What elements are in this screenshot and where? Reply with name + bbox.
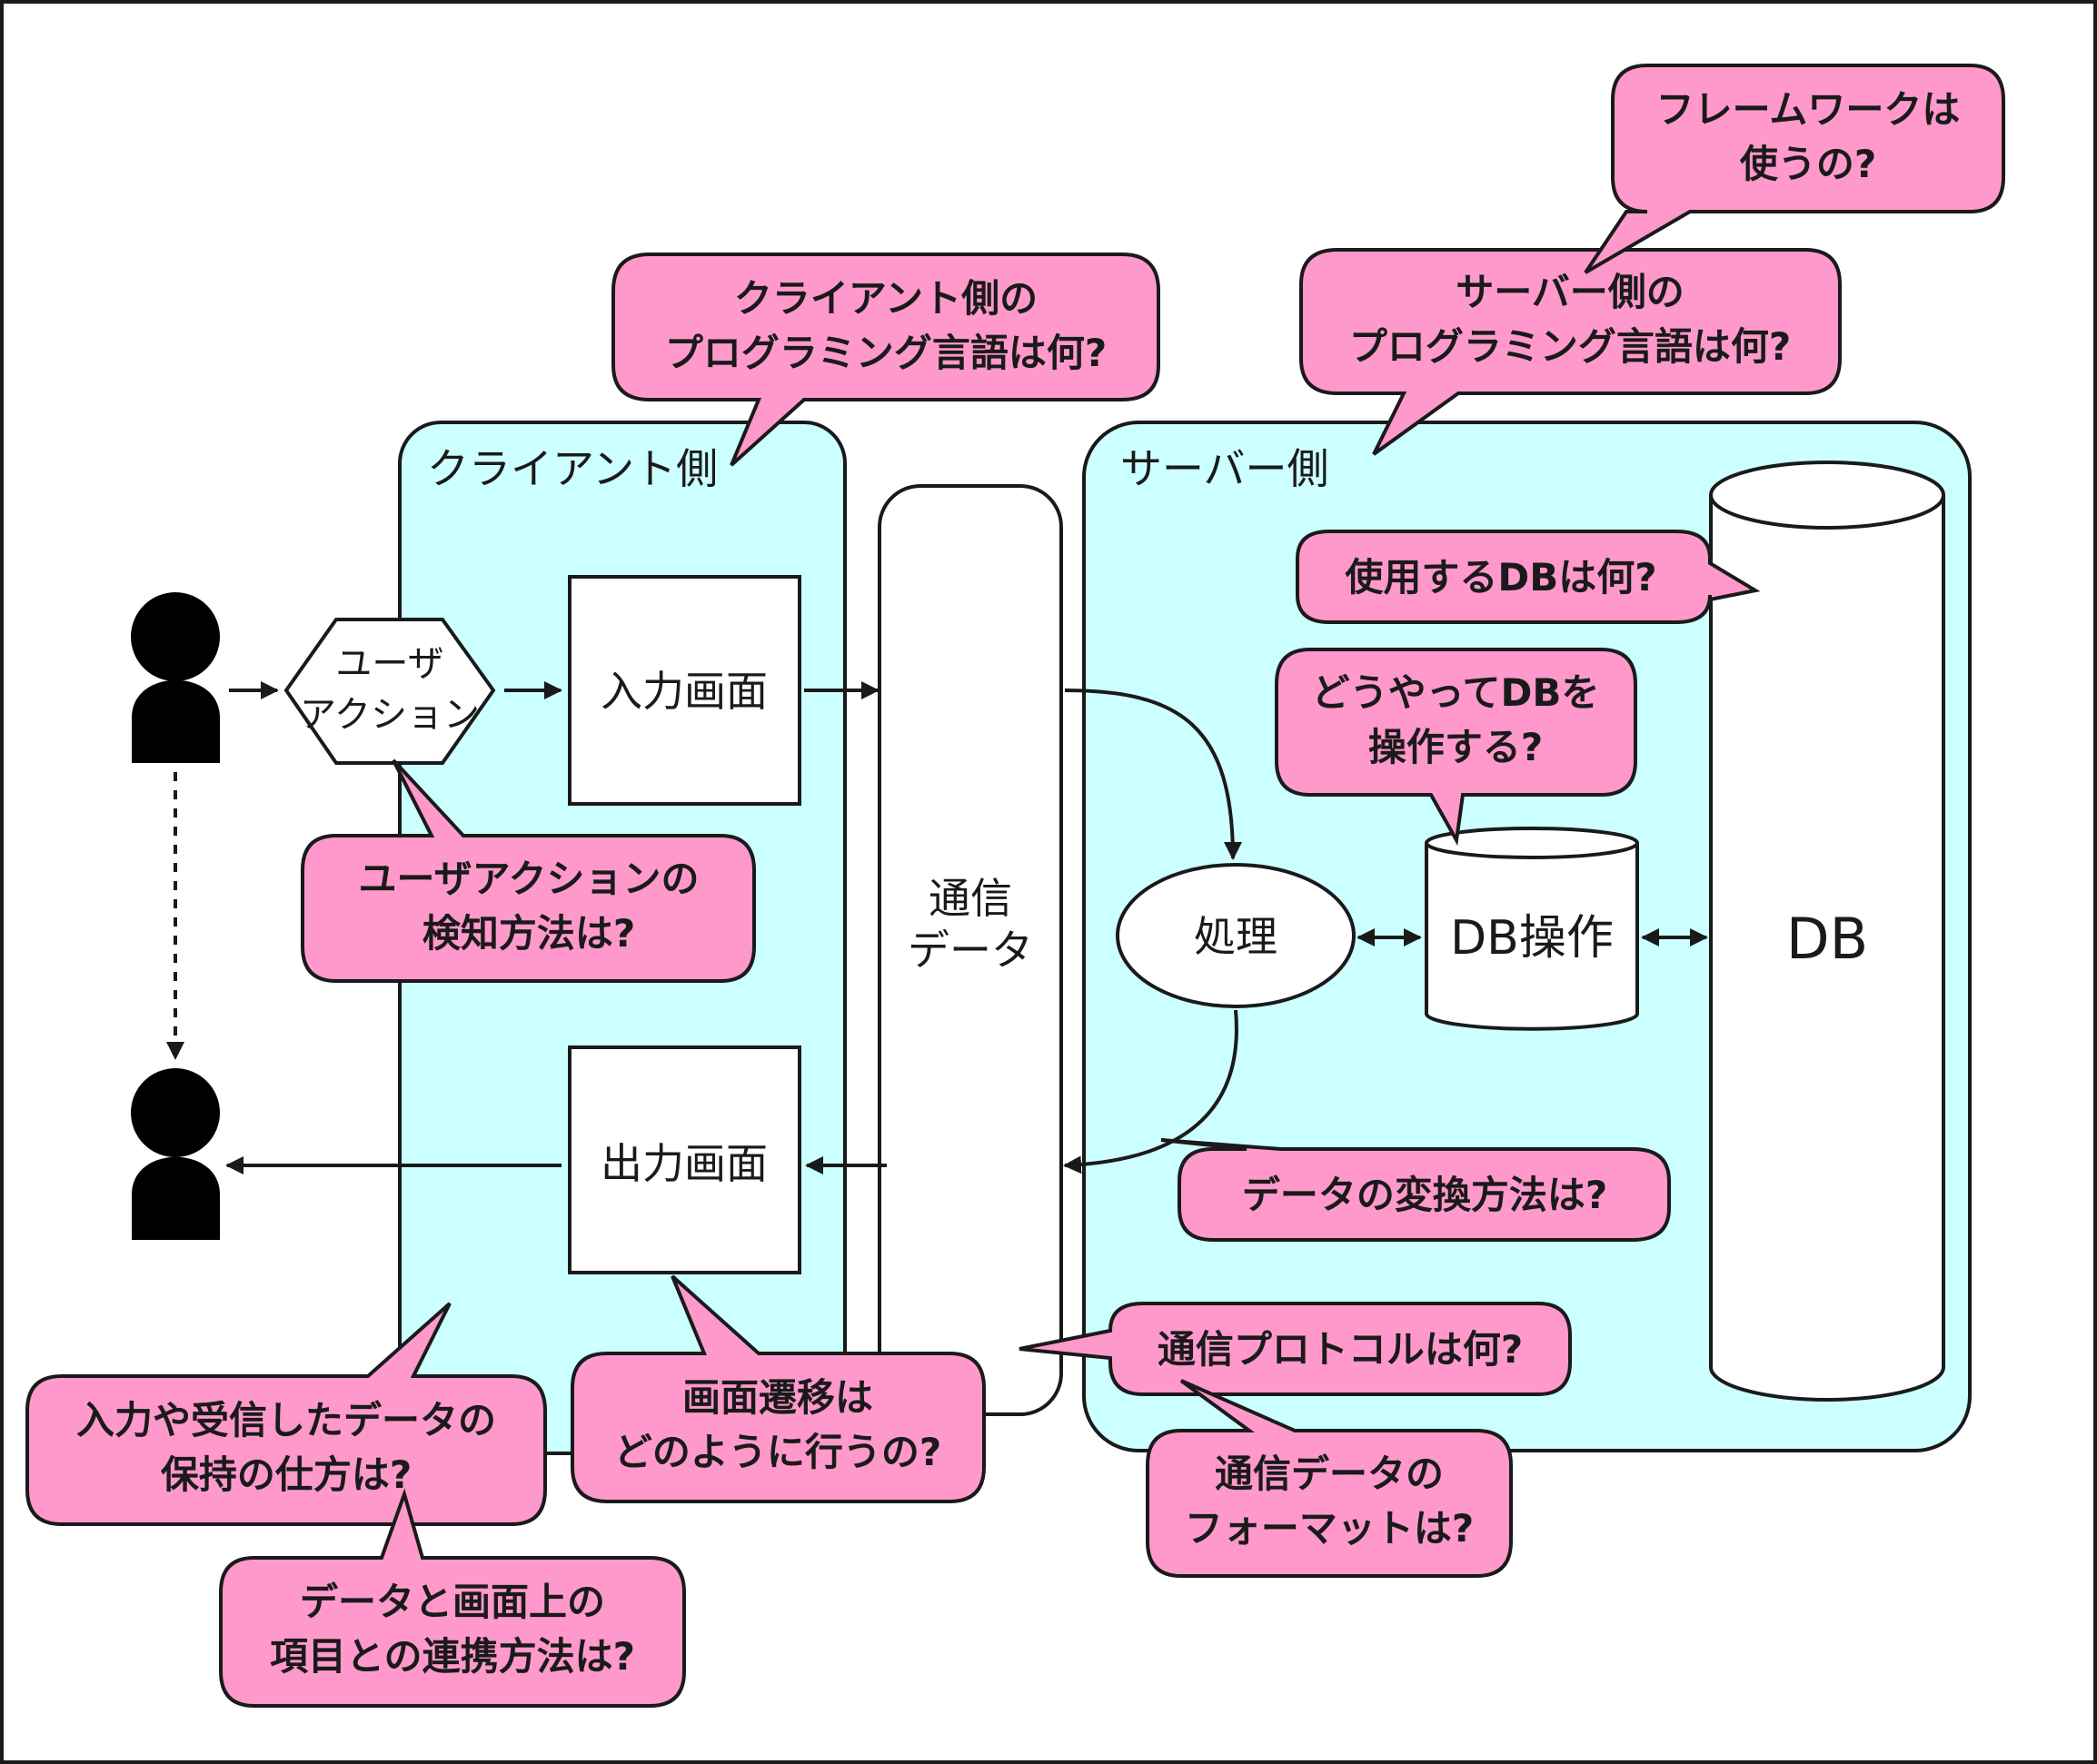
db-operation-node: DB操作 bbox=[1425, 827, 1639, 1031]
data-convert-bubble: データの変換方法は? bbox=[1160, 1138, 1671, 1242]
data-retention-question-2: 保持の仕方は? bbox=[161, 1452, 412, 1497]
arrow-comm-to-process bbox=[1064, 689, 1242, 860]
process-node: 処理 bbox=[1116, 863, 1356, 1008]
protocol-bubble: 通信プロトコルは何? bbox=[1019, 1302, 1572, 1396]
user-action-detect-question-1: ユーザアクションの bbox=[358, 857, 699, 901]
framework-question-1: フレームワークは bbox=[1656, 87, 1961, 132]
framework-question-2: 使うの? bbox=[1740, 142, 1876, 186]
data-binding-bubble: データと画面上の 項目との連携方法は? bbox=[219, 1488, 686, 1708]
data-retention-bubble: 入力や受信したデータの 保持の仕方は? bbox=[25, 1302, 547, 1526]
db-operate-question-1: どうやってDBを bbox=[1312, 670, 1600, 715]
client-lang-bubble: クライアント側の プログラミング言語は何? bbox=[611, 253, 1160, 467]
data-binding-question-1: データと画面上の bbox=[300, 1580, 605, 1624]
output-screen-node: 出力画面 bbox=[568, 1046, 801, 1274]
framework-bubble: フレームワークは 使うの? bbox=[1584, 64, 2005, 274]
comm-format-question-2: フォーマットは? bbox=[1185, 1506, 1474, 1551]
comm-format-bubble: 通信データの フォーマットは? bbox=[1146, 1379, 1513, 1578]
data-retention-question-1: 入力や受信したデータの bbox=[76, 1398, 496, 1442]
screen-transition-bubble: 画面遷移は どのように行うの? bbox=[571, 1274, 986, 1503]
user-icon bbox=[131, 592, 220, 763]
comm-data-label-1: 通信 bbox=[929, 874, 1012, 923]
screen-transition-question-2: どのように行うの? bbox=[614, 1430, 941, 1474]
server-lang-question-2: プログラミング言語は何? bbox=[1349, 324, 1791, 369]
user-action-label-1: ユーザ bbox=[335, 643, 443, 685]
server-lang-question-1: サーバー側の bbox=[1456, 270, 1685, 314]
db-operate-bubble: どうやってDBを 操作する? bbox=[1275, 648, 1637, 847]
db-cylinder: DB bbox=[1709, 461, 1945, 1402]
client-lang-question-1: クライアント側の bbox=[734, 276, 1038, 321]
client-lang-question-2: プログラミング言語は何? bbox=[665, 331, 1107, 375]
user-action-node: ユーザ アクション bbox=[283, 618, 496, 765]
db-label: DB bbox=[1786, 906, 1868, 972]
user-action-label-2: アクション bbox=[300, 694, 480, 736]
protocol-question: 通信プロトコルは何? bbox=[1158, 1327, 1523, 1372]
data-convert-question: データの変換方法は? bbox=[1242, 1173, 1607, 1217]
user-action-detect-bubble: ユーザアクションの 検知方法は? bbox=[301, 758, 756, 983]
flow-arrows bbox=[166, 681, 1708, 1174]
process-label: 処理 bbox=[1194, 912, 1277, 961]
data-binding-question-2: 項目との連携方法は? bbox=[270, 1634, 635, 1679]
db-operation-label: DB操作 bbox=[1450, 911, 1614, 966]
comm-data-label-2: データ bbox=[908, 926, 1033, 975]
arrow-process-to-comm bbox=[1063, 1009, 1238, 1174]
comm-format-question-1: 通信データの bbox=[1215, 1452, 1444, 1496]
user-icon bbox=[131, 1068, 220, 1240]
input-screen-node: 入力画面 bbox=[568, 575, 801, 806]
output-screen-label: 出力画面 bbox=[601, 1139, 768, 1188]
server-lang-bubble: サーバー側の プログラミング言語は何? bbox=[1299, 248, 1842, 456]
comm-data-column: 通信 データ bbox=[878, 484, 1063, 1416]
which-db-bubble: 使用するDBは何? bbox=[1296, 530, 1761, 624]
db-operate-question-2: 操作する? bbox=[1368, 725, 1543, 769]
user-action-detect-question-2: 検知方法は? bbox=[422, 911, 635, 956]
which-db-question: 使用するDBは何? bbox=[1345, 555, 1656, 600]
client-zone-label: クライアント側 bbox=[427, 444, 718, 493]
server-zone-label: サーバー側 bbox=[1120, 444, 1329, 493]
input-screen-label: 入力画面 bbox=[601, 667, 768, 716]
screen-transition-question-1: 画面遷移は bbox=[682, 1375, 873, 1420]
